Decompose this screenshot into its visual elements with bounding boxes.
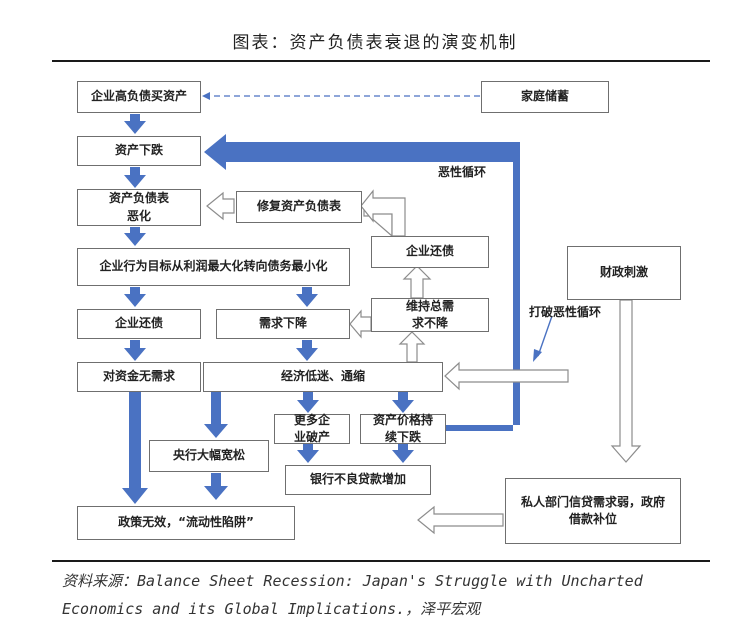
label-break-cycle: 打破恶性循环 (529, 305, 602, 319)
box-asset-price-fall: 资产价格持 续下跌 (360, 413, 446, 444)
box-corp-repay-top: 企业还债 (371, 236, 489, 268)
box-household-savings: 家庭储蓄 (481, 81, 609, 113)
break-cycle-arrow (537, 315, 553, 357)
arrow-down-4 (124, 287, 146, 307)
outline-arrow-fiscal-to-econ (444, 361, 569, 391)
box-no-fund-demand: 对资金无需求 (77, 362, 201, 392)
arrow-down-1 (124, 114, 146, 134)
source-line-2: Economics and its Global Implications.，泽… (62, 600, 481, 618)
box-corp-high-debt: 企业高负债买资产 (77, 81, 201, 113)
arrow-down-10 (297, 444, 319, 463)
source-line-1: 资料来源：Balance Sheet Recession: Japan's St… (62, 572, 643, 590)
box-demand-fall: 需求下降 (216, 309, 350, 339)
arrow-down-11 (392, 444, 414, 463)
box-asset-fall: 资产下跌 (77, 136, 201, 166)
arrow-down-5 (296, 287, 318, 307)
top-rule (52, 60, 710, 62)
outline-path-repay-up (360, 189, 406, 237)
box-more-bankrupt: 更多企 业破产 (274, 413, 350, 444)
outline-arrow-up-maintain (402, 265, 432, 299)
outline-arrow-up-econ (398, 331, 426, 363)
box-corp-repay: 企业还债 (77, 309, 201, 339)
box-goal-shift: 企业行为目标从利润最大化转向债务最小化 (77, 248, 350, 286)
label-vicious-cycle: 恶性循环 (438, 165, 487, 179)
box-fiscal-stimulus: 财政刺激 (567, 246, 681, 300)
arrow-down-6 (124, 340, 146, 361)
arrow-down-9 (392, 392, 414, 413)
box-npl-rise: 银行不良贷款增加 (285, 465, 431, 495)
arrow-down-7 (296, 340, 318, 361)
page-title: 图表：资产负债表衰退的演变机制 (232, 33, 518, 53)
box-repair-bs: 修复资产负债表 (236, 191, 362, 223)
arrow-down-2 (124, 167, 146, 188)
box-cb-easing: 央行大幅宽松 (149, 440, 269, 472)
arrow-down-8 (297, 392, 319, 413)
arrow-down-12 (204, 392, 228, 438)
arrow-down-3 (124, 227, 146, 246)
arrow-down-long (122, 392, 148, 504)
outline-arrow-repair (206, 191, 235, 221)
box-policy-fail: 政策无效，“流动性陷阱” (77, 506, 295, 540)
break-cycle-arrow-head (533, 349, 542, 362)
outline-arrow-private-to-policy (417, 505, 504, 535)
bottom-rule (52, 560, 710, 562)
arrow-down-13 (204, 473, 228, 500)
box-bs-deteriorate: 资产负债表 恶化 (77, 189, 201, 226)
box-private-credit: 私人部门信贷需求弱，政府 借款补位 (505, 478, 681, 544)
outline-arrow-fiscal-down (610, 299, 642, 463)
box-econ-slow: 经济低迷、通缩 (203, 362, 443, 392)
outline-arrow-maintain-to-demand (349, 309, 372, 339)
box-maintain-demand: 维持总需 求不降 (371, 298, 489, 332)
